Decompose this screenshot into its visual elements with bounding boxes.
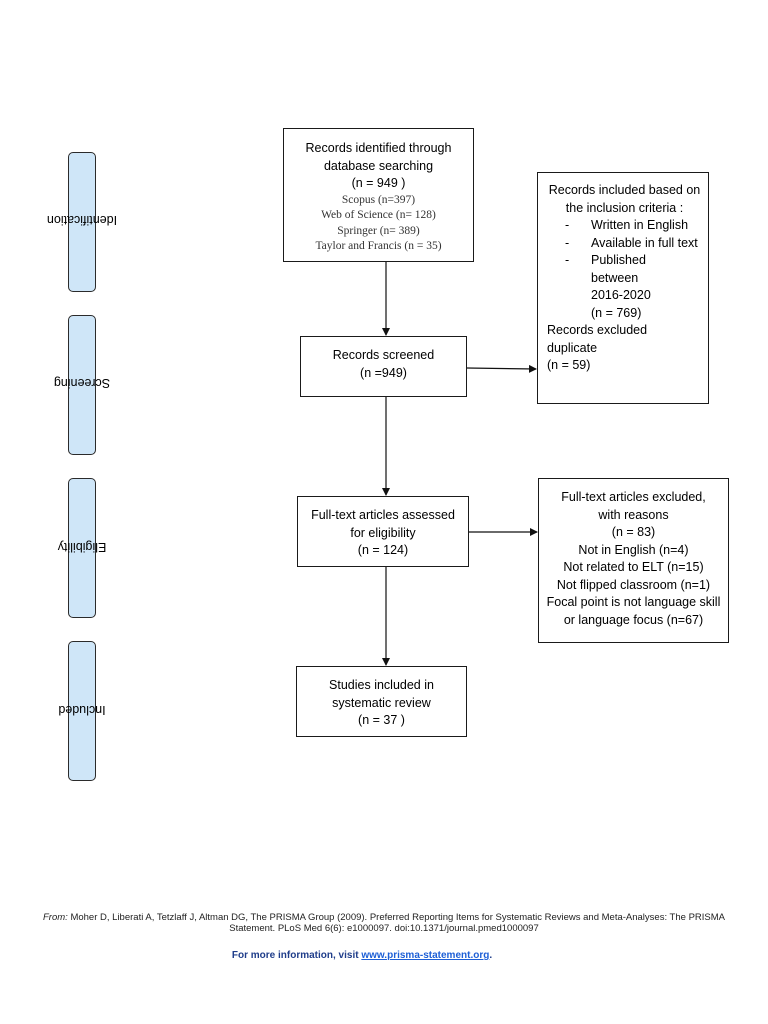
criteria-item: - Available in full text xyxy=(547,235,702,253)
inclusion-criteria-box: Records included based on the inclusion … xyxy=(537,172,709,404)
bullet-dash: - xyxy=(565,253,570,267)
prisma-link[interactable]: www.prisma-statement.org xyxy=(361,950,490,961)
identified-count: (n = 949 ) xyxy=(351,176,406,190)
criteria-item-text: Available in full text xyxy=(591,235,698,250)
bullet-dash: - xyxy=(565,218,570,232)
citation-footer: From: Moher D, Liberati A, Tetzlaff J, A… xyxy=(40,912,728,934)
records-identified-box: Records identified through database sear… xyxy=(283,128,474,262)
reason-item: Not in English (n=4) xyxy=(578,542,689,557)
included-count: (n = 37 ) xyxy=(358,713,405,727)
reason-item: Focal point is not language skill or lan… xyxy=(546,595,721,627)
records-screened-box: Records screened (n =949) xyxy=(300,336,467,397)
duplicate-excluded-count: (n = 59) xyxy=(547,358,591,372)
eligibility-line2: for eligibility xyxy=(350,525,416,540)
phase-bar-screening xyxy=(68,315,96,455)
source-wos: Web of Science (n= 128) xyxy=(321,209,436,221)
excluded-line1: Full-text articles excluded, xyxy=(561,490,706,504)
more-info-suffix: . xyxy=(489,950,493,961)
source-scopus: Scopus (n=397) xyxy=(341,193,416,206)
identified-line2: database searching xyxy=(323,158,434,173)
phase-bar-included xyxy=(68,641,96,781)
excluded-line2: with reasons xyxy=(598,507,669,522)
bullet-dash: - xyxy=(565,235,570,250)
phase-bar-identification xyxy=(68,152,96,292)
reason-item: Not flipped classroom (n=1) xyxy=(556,577,711,592)
citation-from: From: xyxy=(43,912,68,923)
more-info-prefix: For more information, visit xyxy=(231,950,362,961)
criteria-item: - Written in English xyxy=(547,217,702,235)
criteria-count: (n = 769) xyxy=(591,305,642,320)
eligibility-box: Full-text articles assessed for eligibil… xyxy=(297,496,469,567)
criteria-line1: Records included based on xyxy=(548,183,701,197)
criteria-item-text: Written in English xyxy=(591,218,689,232)
source-springer: Springer (n= 389) xyxy=(337,224,420,237)
included-line2: systematic review xyxy=(332,695,431,710)
excluded-reasons-box: Full-text articles excluded, with reason… xyxy=(538,478,729,643)
citation-text: Moher D, Liberati A, Tetzlaff J, Altman … xyxy=(70,912,725,934)
duplicate-excluded-line1: Records excluded xyxy=(547,323,648,337)
criteria-item-text: Published between 2016-2020 xyxy=(591,253,651,302)
phase-bar-eligibility xyxy=(68,478,96,618)
excluded-count: (n = 83) xyxy=(611,525,656,539)
criteria-line2: the inclusion criteria : xyxy=(565,200,684,215)
duplicate-excluded-line2: duplicate xyxy=(547,340,598,355)
reason-item: Not related to ELT (n=15) xyxy=(563,560,704,574)
eligibility-count: (n = 124) xyxy=(357,543,409,557)
arrow-screened-to-criteria xyxy=(466,364,537,373)
eligibility-line1: Full-text articles assessed xyxy=(311,508,455,522)
identified-line1: Records identified through xyxy=(305,141,452,155)
screened-count: (n =949) xyxy=(360,365,407,380)
studies-included-box: Studies included in systematic review (n… xyxy=(296,666,467,737)
screened-line1: Records screened xyxy=(332,348,435,362)
source-taylor-francis: Taylor and Francis (n = 35) xyxy=(315,240,442,252)
criteria-item: - Published between 2016-2020 xyxy=(547,252,702,305)
more-info-line: For more information, visit www.prisma-s… xyxy=(0,950,724,961)
included-line1: Studies included in xyxy=(329,678,434,692)
